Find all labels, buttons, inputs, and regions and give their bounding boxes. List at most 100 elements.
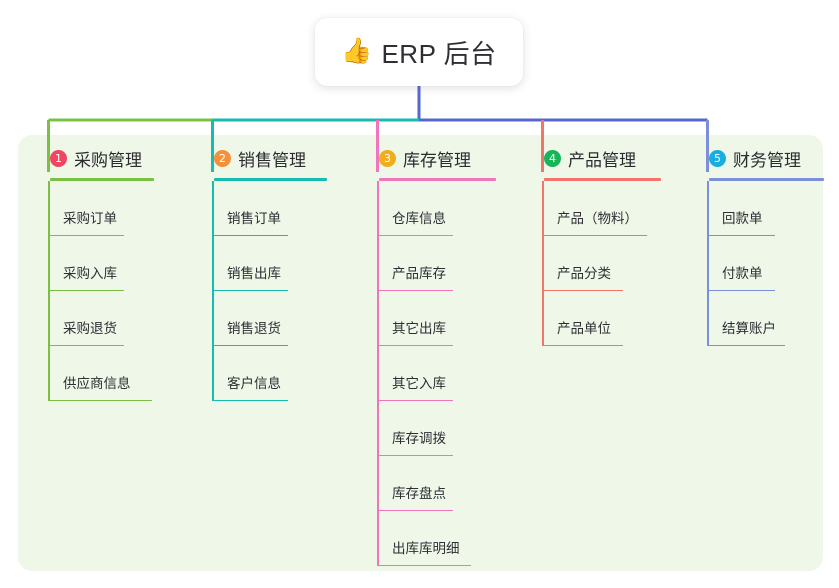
branch-item-underline bbox=[377, 399, 453, 401]
branch-item[interactable]: 采购退货 bbox=[30, 291, 154, 346]
branch-item-label: 产品单位 bbox=[557, 321, 611, 336]
branch-item-label: 结算账户 bbox=[722, 321, 776, 336]
branch-item[interactable]: 销售退货 bbox=[194, 291, 327, 346]
branch-title: 库存管理 bbox=[403, 150, 471, 170]
branch-column-5: 5 财务管理回款单付款单结算账户 bbox=[689, 146, 824, 346]
branch-item[interactable]: 库存调拨 bbox=[359, 401, 496, 456]
branch-vertical-connector bbox=[377, 181, 379, 566]
branch-item-label: 客户信息 bbox=[227, 376, 281, 391]
branches-panel bbox=[18, 135, 823, 571]
branch-item[interactable]: 产品单位 bbox=[524, 291, 661, 346]
branch-title: 财务管理 bbox=[733, 150, 801, 170]
branch-item-underline bbox=[377, 509, 453, 511]
branch-item[interactable]: 付款单 bbox=[689, 236, 824, 291]
branch-item-label: 销售订单 bbox=[227, 211, 281, 226]
branch-item-label: 销售退货 bbox=[227, 321, 281, 336]
branch-item-underline bbox=[48, 234, 124, 236]
branch-header-underline bbox=[50, 178, 154, 181]
branch-item-label: 仓库信息 bbox=[392, 211, 446, 226]
branch-item-list: 产品（物料） 产品分类产品单位 bbox=[524, 181, 661, 346]
branch-item[interactable]: 库存盘点 bbox=[359, 456, 496, 511]
branch-item-label: 销售出库 bbox=[227, 266, 281, 281]
branch-item-list: 销售订单销售出库销售退货客户信息 bbox=[194, 181, 327, 401]
branch-item-label: 库存调拨 bbox=[392, 431, 446, 446]
branch-item[interactable]: 出库库明细 bbox=[359, 511, 496, 566]
branch-header-underline bbox=[709, 178, 824, 181]
branch-title: 销售管理 bbox=[238, 150, 306, 170]
branch-item-label: 产品库存 bbox=[392, 266, 446, 281]
branch-item-underline bbox=[377, 344, 453, 346]
branch-header-underline bbox=[214, 178, 327, 181]
branch-item[interactable]: 回款单 bbox=[689, 181, 824, 236]
branch-item-label: 其它出库 bbox=[392, 321, 446, 336]
branch-item[interactable]: 销售订单 bbox=[194, 181, 327, 236]
branch-item-underline bbox=[48, 289, 124, 291]
branch-number-badge: 1 bbox=[50, 149, 67, 167]
branch-header[interactable]: 3 库存管理 bbox=[359, 146, 496, 170]
branch-item-label: 其它入库 bbox=[392, 376, 446, 391]
branch-item[interactable]: 结算账户 bbox=[689, 291, 824, 346]
branch-item[interactable]: 产品分类 bbox=[524, 236, 661, 291]
branch-item[interactable]: 其它入库 bbox=[359, 346, 496, 401]
branch-header-underline bbox=[544, 178, 661, 181]
branch-item-label: 产品（物料） bbox=[557, 211, 638, 226]
branch-header[interactable]: 1 采购管理 bbox=[30, 146, 154, 170]
branch-item[interactable]: 产品（物料） bbox=[524, 181, 661, 236]
branch-item-underline bbox=[707, 344, 785, 346]
branch-item[interactable]: 其它出库 bbox=[359, 291, 496, 346]
branch-item-label: 采购订单 bbox=[63, 211, 117, 226]
branch-item-underline bbox=[707, 234, 775, 236]
branch-header[interactable]: 4 产品管理 bbox=[524, 146, 661, 170]
thumbs-up-icon: 👍 bbox=[341, 36, 373, 65]
branch-item-underline bbox=[377, 289, 453, 291]
branch-column-4: 4 产品管理产品（物料） 产品分类产品单位 bbox=[524, 146, 661, 346]
branch-number-badge: 5 bbox=[709, 149, 726, 167]
branch-item[interactable]: 产品库存 bbox=[359, 236, 496, 291]
branch-item-list: 仓库信息产品库存其它出库其它入库库存调拨库存盘点出库库明细 bbox=[359, 181, 496, 566]
branch-item[interactable]: 采购入库 bbox=[30, 236, 154, 291]
branch-item-underline bbox=[377, 564, 471, 566]
branch-column-2: 2 销售管理销售订单销售出库销售退货客户信息 bbox=[194, 146, 327, 401]
branch-item-underline bbox=[212, 234, 288, 236]
branch-item[interactable]: 客户信息 bbox=[194, 346, 327, 401]
branch-item-underline bbox=[48, 399, 152, 401]
branch-item-list: 回款单付款单结算账户 bbox=[689, 181, 824, 346]
branch-header[interactable]: 2 销售管理 bbox=[194, 146, 327, 170]
branch-item-underline bbox=[377, 454, 453, 456]
branch-header-underline bbox=[379, 178, 496, 181]
branch-item-label: 采购入库 bbox=[63, 266, 117, 281]
branch-item-underline bbox=[48, 344, 124, 346]
branch-item-label: 库存盘点 bbox=[392, 486, 446, 501]
branch-item-underline bbox=[377, 234, 453, 236]
branch-title: 产品管理 bbox=[568, 150, 636, 170]
branch-item-label: 采购退货 bbox=[63, 321, 117, 336]
branch-item[interactable]: 销售出库 bbox=[194, 236, 327, 291]
branch-item-underline bbox=[212, 289, 288, 291]
branch-item-label: 出库库明细 bbox=[392, 541, 460, 556]
branch-vertical-connector bbox=[707, 181, 709, 346]
branch-column-1: 1 采购管理采购订单采购入库采购退货供应商信息 bbox=[30, 146, 154, 401]
branch-item-underline bbox=[542, 234, 647, 236]
branch-item-underline bbox=[212, 344, 288, 346]
branch-item-underline bbox=[542, 344, 623, 346]
branch-header[interactable]: 5 财务管理 bbox=[689, 146, 824, 170]
branch-vertical-connector bbox=[212, 181, 214, 401]
branch-item[interactable]: 采购订单 bbox=[30, 181, 154, 236]
branch-item-list: 采购订单采购入库采购退货供应商信息 bbox=[30, 181, 154, 401]
branch-item[interactable]: 仓库信息 bbox=[359, 181, 496, 236]
branch-item-underline bbox=[707, 289, 775, 291]
branch-title: 采购管理 bbox=[74, 150, 142, 170]
branch-vertical-connector bbox=[542, 181, 544, 346]
branch-item[interactable]: 供应商信息 bbox=[30, 346, 154, 401]
branch-number-badge: 2 bbox=[214, 149, 231, 167]
branch-vertical-connector bbox=[48, 181, 50, 401]
branch-item-label: 付款单 bbox=[722, 266, 763, 281]
root-title-card[interactable]: 👍 ERP 后台 bbox=[315, 18, 523, 86]
page-title: ERP 后台 bbox=[381, 38, 497, 69]
branch-item-underline bbox=[212, 399, 288, 401]
branch-item-label: 回款单 bbox=[722, 211, 763, 226]
branch-number-badge: 4 bbox=[544, 149, 561, 167]
branch-number-badge: 3 bbox=[379, 149, 396, 167]
branch-item-label: 供应商信息 bbox=[63, 376, 131, 391]
